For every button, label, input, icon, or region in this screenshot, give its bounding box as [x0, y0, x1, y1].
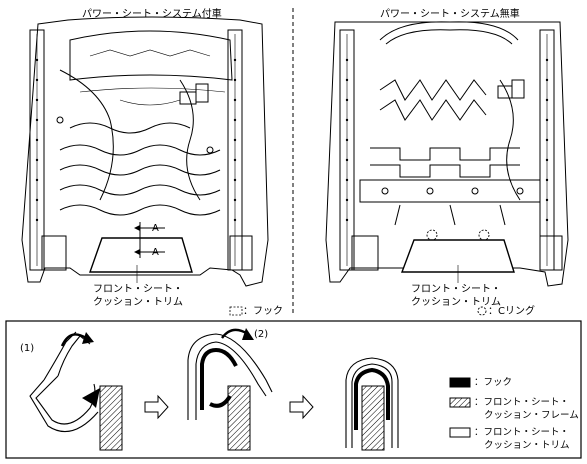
hook-note: ：フック	[243, 306, 283, 317]
legend-frame-text-2: クッション・フレーム	[484, 410, 579, 421]
legend-hook-text: ：フック	[474, 377, 513, 388]
trim-label-power-line1: フロント・シート・	[93, 284, 183, 295]
procedure-box	[5, 320, 582, 459]
legend-frame-text-1: ：フロント・シート・	[474, 397, 570, 408]
title-manual-seat: パワー・シート・システム無車	[380, 9, 520, 20]
marker-a-upper: A	[152, 223, 159, 234]
step2-figure	[187, 328, 273, 451]
step3-figure	[345, 357, 399, 451]
c-ring-right-icon	[478, 229, 490, 241]
cushion-trim-manual	[400, 239, 515, 273]
trim-label-manual-line1: フロント・シート・	[411, 284, 501, 295]
title-power-seat: パワー・シート・システム付車	[82, 9, 222, 20]
step2-label: (2)	[254, 329, 269, 340]
legend-trim-swatch	[449, 427, 471, 438]
trim-label-manual-line2: クッション・トリム	[411, 297, 501, 308]
legend-frame-swatch	[449, 397, 471, 408]
step1-figure	[29, 331, 123, 451]
legend-trim-text-2: クッション・トリム	[484, 440, 570, 451]
legend-trim-text-1: ：フロント・シート・	[474, 427, 570, 438]
c-ring-note: ：Cリング	[488, 306, 535, 317]
legend-hook-swatch	[449, 377, 471, 388]
hook-dashed-box-icon	[229, 306, 243, 316]
next-arrow-1	[144, 394, 169, 420]
next-arrow-2	[289, 394, 314, 420]
seat-frame-power	[21, 16, 269, 287]
seat-frame-manual	[325, 21, 569, 287]
c-ring-left-icon	[426, 229, 438, 241]
c-ring-legend-icon	[477, 306, 487, 316]
trim-label-power-line2: クッション・トリム	[93, 297, 183, 308]
marker-a-lower: A	[152, 247, 159, 258]
cushion-trim-power	[89, 237, 193, 273]
step1-label: (1)	[20, 343, 35, 354]
